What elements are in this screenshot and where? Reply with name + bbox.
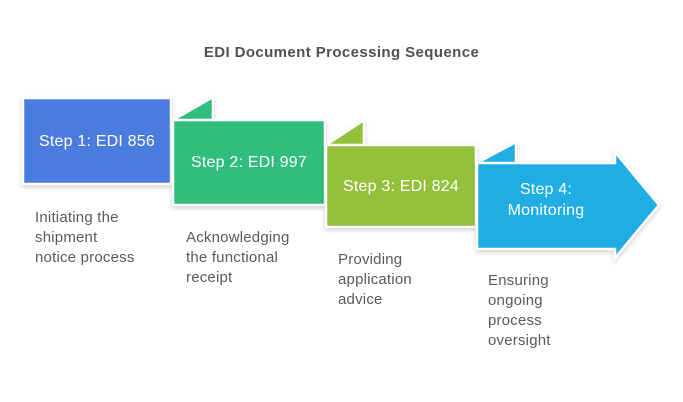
step-4-description: Ensuring ongoing process oversight	[488, 272, 551, 349]
step-4-label: Step 4: Monitoring	[507, 181, 585, 219]
step-3-label: Step 3: EDI 824	[343, 177, 459, 195]
step-1-label: Step 1: EDI 856	[39, 132, 155, 150]
step-2-description: Acknowledging the functional receipt	[186, 229, 290, 286]
step-1-description: Initiating the shipment notice process	[35, 209, 135, 266]
step-1-shape	[21, 96, 173, 186]
diagram-title: EDI Document Processing Sequence	[203, 44, 480, 61]
step-3-shape	[324, 117, 478, 229]
step-2-shape	[171, 94, 327, 207]
step-4-arrow-shape	[475, 139, 661, 262]
step-3-description: Providing application advice	[338, 251, 412, 308]
step-2-label: Step 2: EDI 997	[191, 154, 307, 171]
